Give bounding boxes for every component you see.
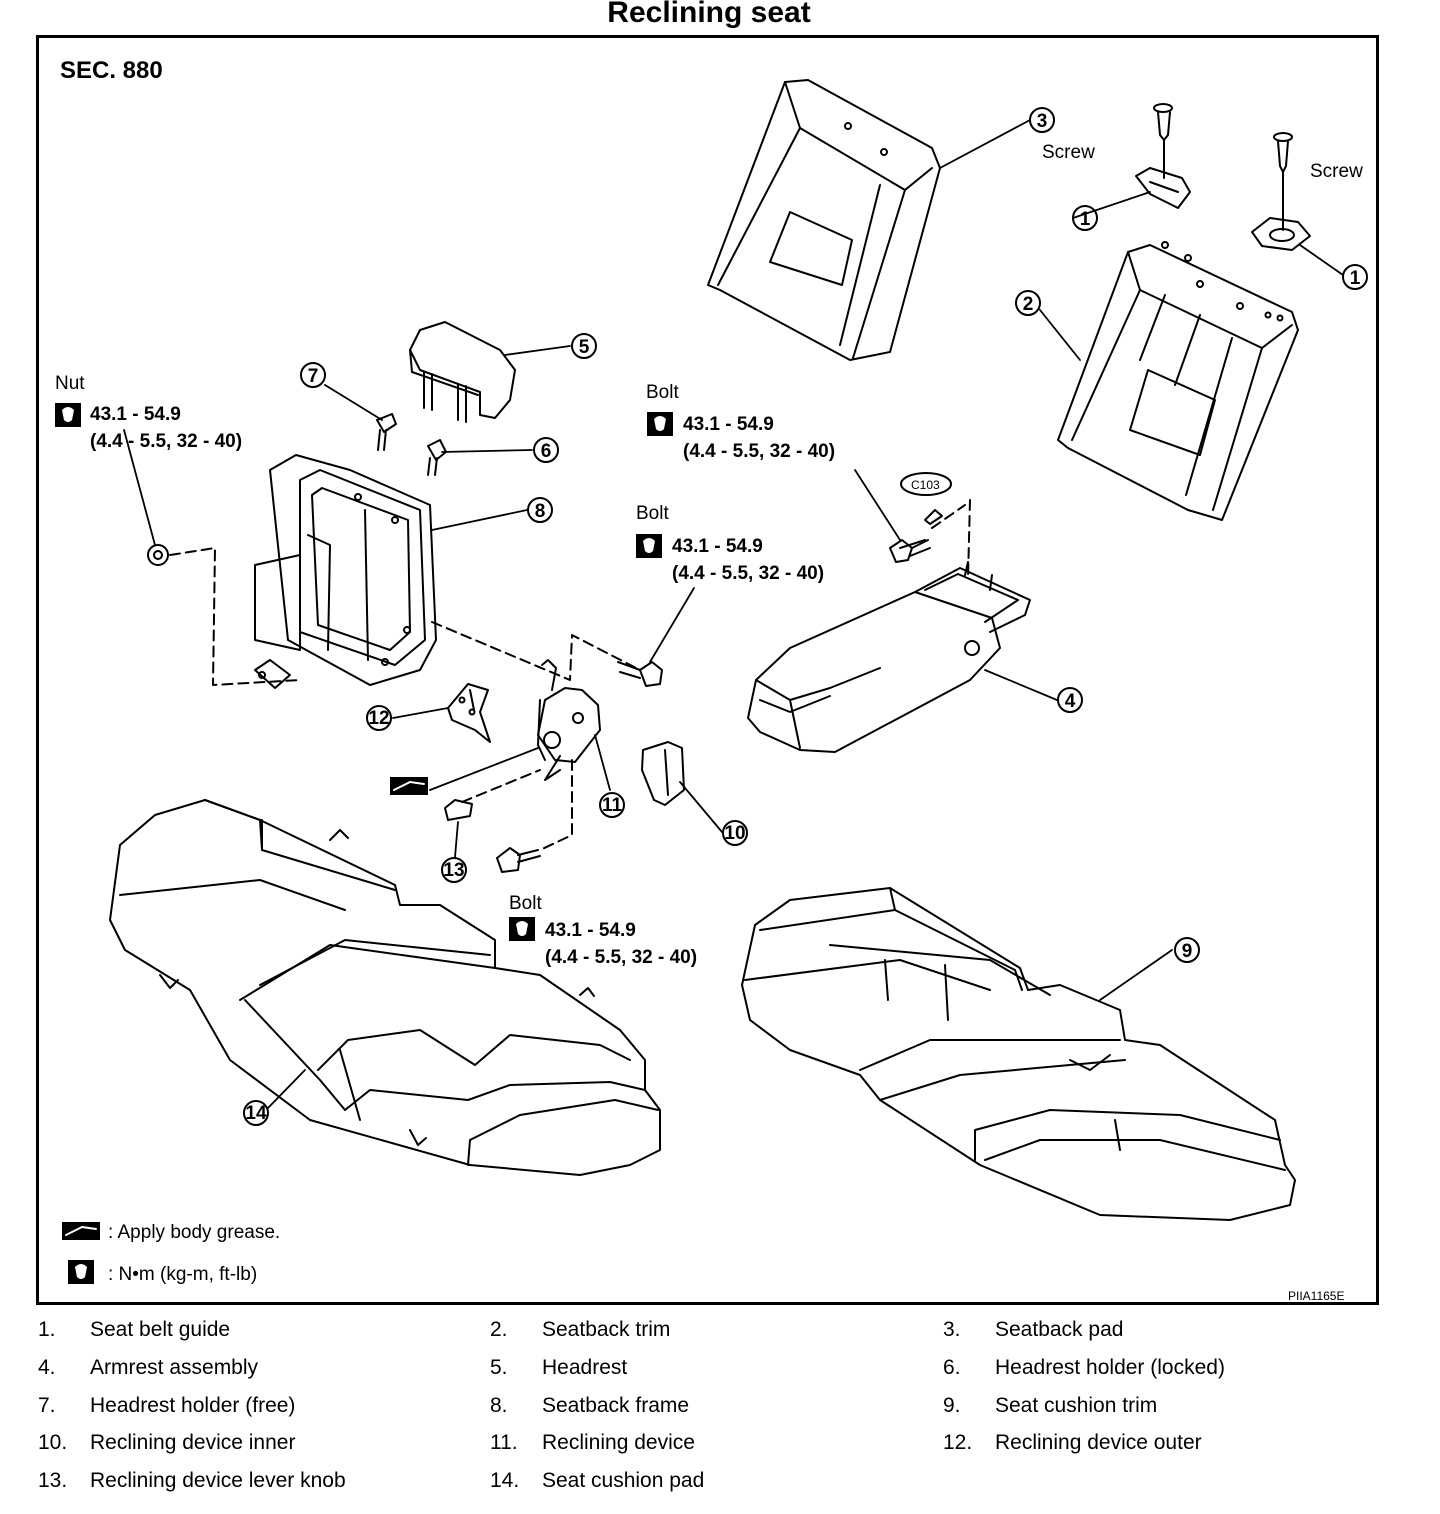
callout-7: 7 <box>300 362 326 388</box>
callout-5: 5 <box>571 333 597 359</box>
svg-text:11: 11 <box>602 795 623 816</box>
seat-cushion-trim-drawing <box>741 887 1296 1221</box>
legend-item: 13.Reclining device lever knob <box>38 1469 346 1492</box>
bolt-middle-drawing <box>617 661 663 687</box>
torque-alt: (4.4 - 5.5, 32 - 40) <box>90 431 242 452</box>
screw-label: Screw <box>1310 161 1363 182</box>
callout-9: 9 <box>1174 937 1200 963</box>
legend-item: 2.Seatback trim <box>490 1318 671 1341</box>
callout-14: 14 <box>243 1100 269 1126</box>
callout-1: 1 <box>1072 205 1098 231</box>
callout-3: 3 <box>1029 107 1055 133</box>
torque-value: 43.1 - 54.9 <box>90 404 181 425</box>
seatback-frame-drawing <box>254 454 437 689</box>
torque-symbol <box>55 403 81 427</box>
torque-alt: (4.4 - 5.5, 32 - 40) <box>683 441 835 462</box>
reclining-device-inner-drawing <box>641 741 685 806</box>
svg-text:10: 10 <box>724 823 745 844</box>
svg-text:1: 1 <box>1080 209 1091 230</box>
leader-lines <box>123 119 1344 1109</box>
torque-alt: (4.4 - 5.5, 32 - 40) <box>545 947 697 968</box>
grease-symbol-legend <box>62 1222 100 1240</box>
svg-text:1: 1 <box>1350 268 1361 289</box>
section-label: SEC. 880 <box>60 57 163 84</box>
callout-6: 6 <box>533 437 559 463</box>
seat-belt-guide-right-drawing <box>1251 132 1311 251</box>
legend-item: 8.Seatback frame <box>490 1394 690 1417</box>
bolt-lower-drawing <box>496 847 541 873</box>
legend-item: 4.Armrest assembly <box>38 1356 259 1379</box>
legend-item: 7.Headrest holder (free) <box>38 1394 296 1417</box>
bolt-label: Bolt <box>509 893 542 914</box>
headrest-drawing <box>409 321 516 423</box>
connector-label: C103 <box>911 478 940 492</box>
svg-text:8: 8 <box>535 501 546 522</box>
svg-text:9: 9 <box>1182 941 1193 962</box>
torque-value: 43.1 - 54.9 <box>672 536 763 557</box>
legend-item: 6.Headrest holder (locked) <box>943 1356 1225 1379</box>
svg-text:12: 12 <box>368 708 389 729</box>
legend-item: 9.Seat cushion trim <box>943 1394 1158 1417</box>
callout-11: 11 <box>599 792 625 818</box>
callout-10: 10 <box>722 820 748 846</box>
callout-4: 4 <box>1057 687 1083 713</box>
bolt-upper-drawing <box>889 539 931 563</box>
svg-text:3: 3 <box>1037 111 1048 132</box>
nut-drawing <box>147 544 169 566</box>
svg-text:13: 13 <box>443 860 464 881</box>
diagram-title: Reclining seat <box>607 0 811 29</box>
bolt-label: Bolt <box>636 503 669 524</box>
callout-13: 13 <box>441 857 467 883</box>
lever-knob-drawing <box>444 799 473 821</box>
seatback-trim-drawing <box>1057 241 1299 521</box>
headrest-holder-free-drawing <box>376 413 397 451</box>
callout-2: 2 <box>1015 290 1041 316</box>
connector-c103: C103 <box>900 472 952 496</box>
figure-code: PIIA1165E <box>1288 1289 1344 1303</box>
grease-symbol <box>390 777 428 795</box>
bolt-label: Bolt <box>646 382 679 403</box>
assembly-lines <box>169 499 971 851</box>
grease-note: : Apply body grease. <box>108 1222 280 1243</box>
torque-symbol <box>647 412 673 436</box>
callout-1: 1 <box>1342 264 1368 290</box>
legend-item: 12.Reclining device outer <box>943 1431 1202 1454</box>
torque-value: 43.1 - 54.9 <box>545 920 636 941</box>
callout-12: 12 <box>366 705 392 731</box>
svg-text:4: 4 <box>1065 691 1076 712</box>
torque-symbol-legend <box>68 1260 94 1284</box>
legend-item: 11.Reclining device <box>490 1431 695 1454</box>
legend-item: 3.Seatback pad <box>943 1318 1124 1341</box>
reclining-device-drawing <box>537 659 601 781</box>
headrest-holder-locked-drawing <box>427 439 447 476</box>
svg-text:14: 14 <box>245 1103 267 1124</box>
diagram-frame <box>36 35 1379 1305</box>
legend-item: 5.Headrest <box>490 1356 628 1379</box>
svg-text:5: 5 <box>579 337 590 358</box>
torque-alt: (4.4 - 5.5, 32 - 40) <box>672 563 824 584</box>
seat-cushion-pad-drawing <box>109 799 661 1176</box>
svg-text:6: 6 <box>541 441 552 462</box>
legend-item: 14.Seat cushion pad <box>490 1469 705 1492</box>
torque-symbol <box>636 534 662 558</box>
armrest-assembly-drawing <box>747 509 1031 753</box>
legend-item: 1.Seat belt guide <box>38 1318 231 1341</box>
svg-text:2: 2 <box>1023 294 1034 315</box>
callout-8: 8 <box>527 497 553 523</box>
svg-text:7: 7 <box>308 366 319 387</box>
seatback-pad-drawing <box>707 79 941 361</box>
nut-label: Nut <box>55 373 85 394</box>
reclining-device-outer-drawing <box>447 683 491 743</box>
legend-item: 10.Reclining device inner <box>38 1431 296 1454</box>
torque-value: 43.1 - 54.9 <box>683 414 774 435</box>
screw-label: Screw <box>1042 142 1095 163</box>
torque-symbol <box>509 917 535 941</box>
seat-belt-guide-left-drawing <box>1135 103 1191 209</box>
torque-unit-note: : N•m (kg-m, ft-lb) <box>108 1264 257 1285</box>
